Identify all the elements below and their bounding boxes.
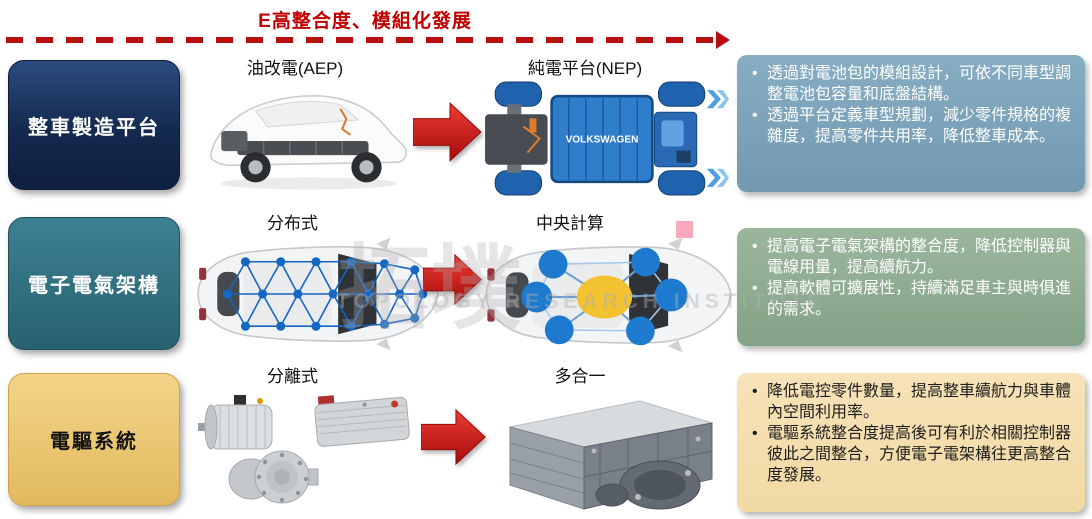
note-bullet-list: 降低電控零件數量，提高整車續航力與車體內空間利用率。 電驅系統整合度提高後可有利… bbox=[750, 382, 1074, 487]
inverter-component bbox=[314, 395, 410, 447]
red-arrow-icon bbox=[413, 101, 482, 163]
multi-in-one-unit-illustration bbox=[509, 400, 713, 510]
row-label-text: 電子電氣架構 bbox=[28, 275, 160, 297]
row-label-ee-architecture: 電子電氣架構 bbox=[8, 217, 180, 350]
nep-platform-illustration: VOLKSWAGEN bbox=[485, 81, 729, 196]
pink-marker bbox=[676, 221, 693, 238]
red-arrow-icon bbox=[421, 408, 486, 466]
motion-chevrons-icon bbox=[706, 90, 729, 187]
note-bullet-list: 提高電子電氣架構的整合度，降低控制器與電線用量，提高續航力。 提高軟體可擴展性，… bbox=[750, 237, 1074, 321]
note-vehicle-platform: 透過對電池包的模組設計，可依不同車型調整電池包容量和底盤結構。 透過平台定義車型… bbox=[737, 55, 1085, 192]
platform-brand-text: VOLKSWAGEN bbox=[566, 135, 639, 146]
row-label-vehicle-platform: 整車製造平台 bbox=[8, 60, 180, 190]
dashed-trend-arrow-line bbox=[6, 37, 718, 43]
note-bullet: 提高電子電氣架構的整合度，降低控制器與電線用量，提高續航力。 bbox=[750, 237, 1074, 279]
dashed-trend-arrowhead-icon bbox=[716, 31, 730, 49]
separated-components-illustration bbox=[198, 395, 410, 504]
caption-nep: 純電平台(NEP) bbox=[527, 59, 643, 78]
central-computer-node bbox=[576, 275, 633, 319]
note-bullet: 降低電控零件數量，提高整車續航力與車體內空間利用率。 bbox=[750, 382, 1074, 424]
mesh-nodes bbox=[222, 257, 428, 331]
note-bullet: 提高軟體可擴展性，持續滿足車主與時俱進的需求。 bbox=[750, 279, 1074, 321]
red-arrow-icon bbox=[423, 253, 482, 306]
note-edrive-system: 降低電控零件數量，提高整車續航力與車體內空間利用率。 電驅系統整合度提高後可有利… bbox=[737, 373, 1085, 512]
row-label-edrive-system: 電驅系統 bbox=[8, 373, 180, 506]
row-label-text: 整車製造平台 bbox=[28, 116, 160, 139]
central-computing-illustration bbox=[485, 237, 732, 353]
note-bullet: 電驅系統整合度提高後可有利於相關控制器彼此之間整合，方便電子電架構往更高整合度發… bbox=[750, 424, 1074, 487]
gearbox-component bbox=[228, 450, 319, 504]
distributed-architecture-illustration bbox=[197, 237, 439, 351]
note-bullet-list: 透過對電池包的模組設計，可依不同車型調整電池包容量和底盤結構。 透過平台定義車型… bbox=[750, 64, 1074, 148]
page-title: E高整合度、模組化發展 bbox=[258, 11, 472, 32]
caption-aep: 油改電(AEP) bbox=[246, 59, 344, 78]
zone-controllers bbox=[521, 247, 688, 346]
caption-multi-in-one: 多合一 bbox=[554, 367, 606, 386]
row-label-text: 電驅系統 bbox=[50, 431, 138, 453]
caption-central-computing: 中央計算 bbox=[536, 214, 604, 233]
note-ee-architecture: 提高電子電氣架構的整合度，降低控制器與電線用量，提高續航力。 提高軟體可擴展性，… bbox=[737, 228, 1085, 346]
caption-distributed: 分布式 bbox=[267, 214, 318, 233]
note-bullet: 透過平台定義車型規劃，減少零件規格的複雜度，提高零件共用率，降低整車成本。 bbox=[750, 106, 1074, 148]
aep-car-illustration bbox=[209, 95, 408, 190]
motor-component bbox=[198, 395, 273, 450]
caption-separated: 分離式 bbox=[267, 367, 318, 386]
note-bullet: 透過對電池包的模組設計，可依不同車型調整電池包容量和底盤結構。 bbox=[750, 64, 1074, 106]
